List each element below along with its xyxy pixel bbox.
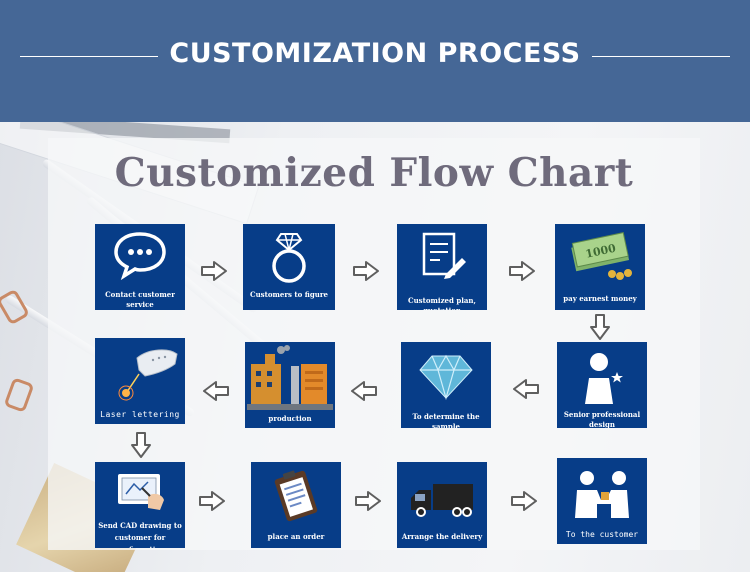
step-label: pay earnest money <box>557 294 643 304</box>
handover-icon <box>557 466 647 520</box>
arrow-left-icon <box>512 378 540 400</box>
arrow-down-icon <box>130 431 152 459</box>
clipboard-icon <box>251 468 341 526</box>
step-determine-sample: To determine the sample <box>401 342 491 428</box>
cad-drawing-icon <box>95 466 185 516</box>
step-label: To determine the sample <box>403 412 489 428</box>
step-customized-plan-quotation: Customized plan, quotation <box>397 224 487 310</box>
step-production: production <box>245 342 335 428</box>
step-laser-lettering: Laser lettering <box>95 338 185 424</box>
arrow-right-icon <box>354 490 382 512</box>
step-to-the-customer: To the customer <box>557 458 647 544</box>
binder-clip <box>0 289 30 326</box>
step-label: Senior professional design <box>559 410 645 428</box>
header-rule-right <box>592 56 730 57</box>
arrow-right-icon <box>508 260 536 282</box>
header-banner: CUSTOMIZATION PROCESS <box>0 0 750 122</box>
binder-clip <box>4 377 35 413</box>
step-send-cad-drawing: Send CAD drawing to customer for confirm… <box>95 462 185 548</box>
step-label: Customers to figure <box>245 290 333 300</box>
document-pen-icon <box>397 228 487 288</box>
laser-icon <box>95 342 185 404</box>
step-label: place an order <box>253 532 339 542</box>
step-label: Arrange the delivery <box>399 532 485 542</box>
step-pay-earnest-money: 1000 pay earnest money <box>555 224 645 310</box>
chart-title: Customized Flow Chart <box>48 150 700 196</box>
step-label: production <box>247 414 333 424</box>
gem-icon <box>401 346 491 404</box>
chat-bubble-icon <box>95 228 185 280</box>
money-icon: 1000 <box>555 228 645 290</box>
diamond-ring-icon <box>243 228 335 286</box>
step-senior-professional-design: Senior professional design <box>557 342 647 428</box>
arrow-right-icon <box>198 490 226 512</box>
truck-icon <box>397 476 487 522</box>
factory-icon <box>245 344 335 410</box>
arrow-right-icon <box>352 260 380 282</box>
arrow-left-icon <box>350 380 378 402</box>
step-label: To the customer <box>559 530 645 540</box>
step-contact-customer-service: Contact customer service <box>95 224 185 310</box>
step-label: Contact customer service <box>97 290 183 310</box>
step-label: Send CAD drawing to customer for confirm… <box>97 520 183 548</box>
arrow-left-icon <box>202 380 230 402</box>
step-arrange-delivery: Arrange the delivery <box>397 462 487 548</box>
arrow-down-icon <box>589 313 611 341</box>
page-title: CUSTOMIZATION PROCESS <box>0 38 750 69</box>
arrow-right-icon <box>510 490 538 512</box>
step-label: Laser lettering <box>97 410 183 420</box>
designer-icon <box>557 346 647 406</box>
arrow-right-icon <box>200 260 228 282</box>
step-place-an-order: place an order <box>251 462 341 548</box>
step-customers-to-figure: Customers to figure <box>243 224 335 310</box>
step-label: Customized plan, quotation <box>399 296 485 310</box>
